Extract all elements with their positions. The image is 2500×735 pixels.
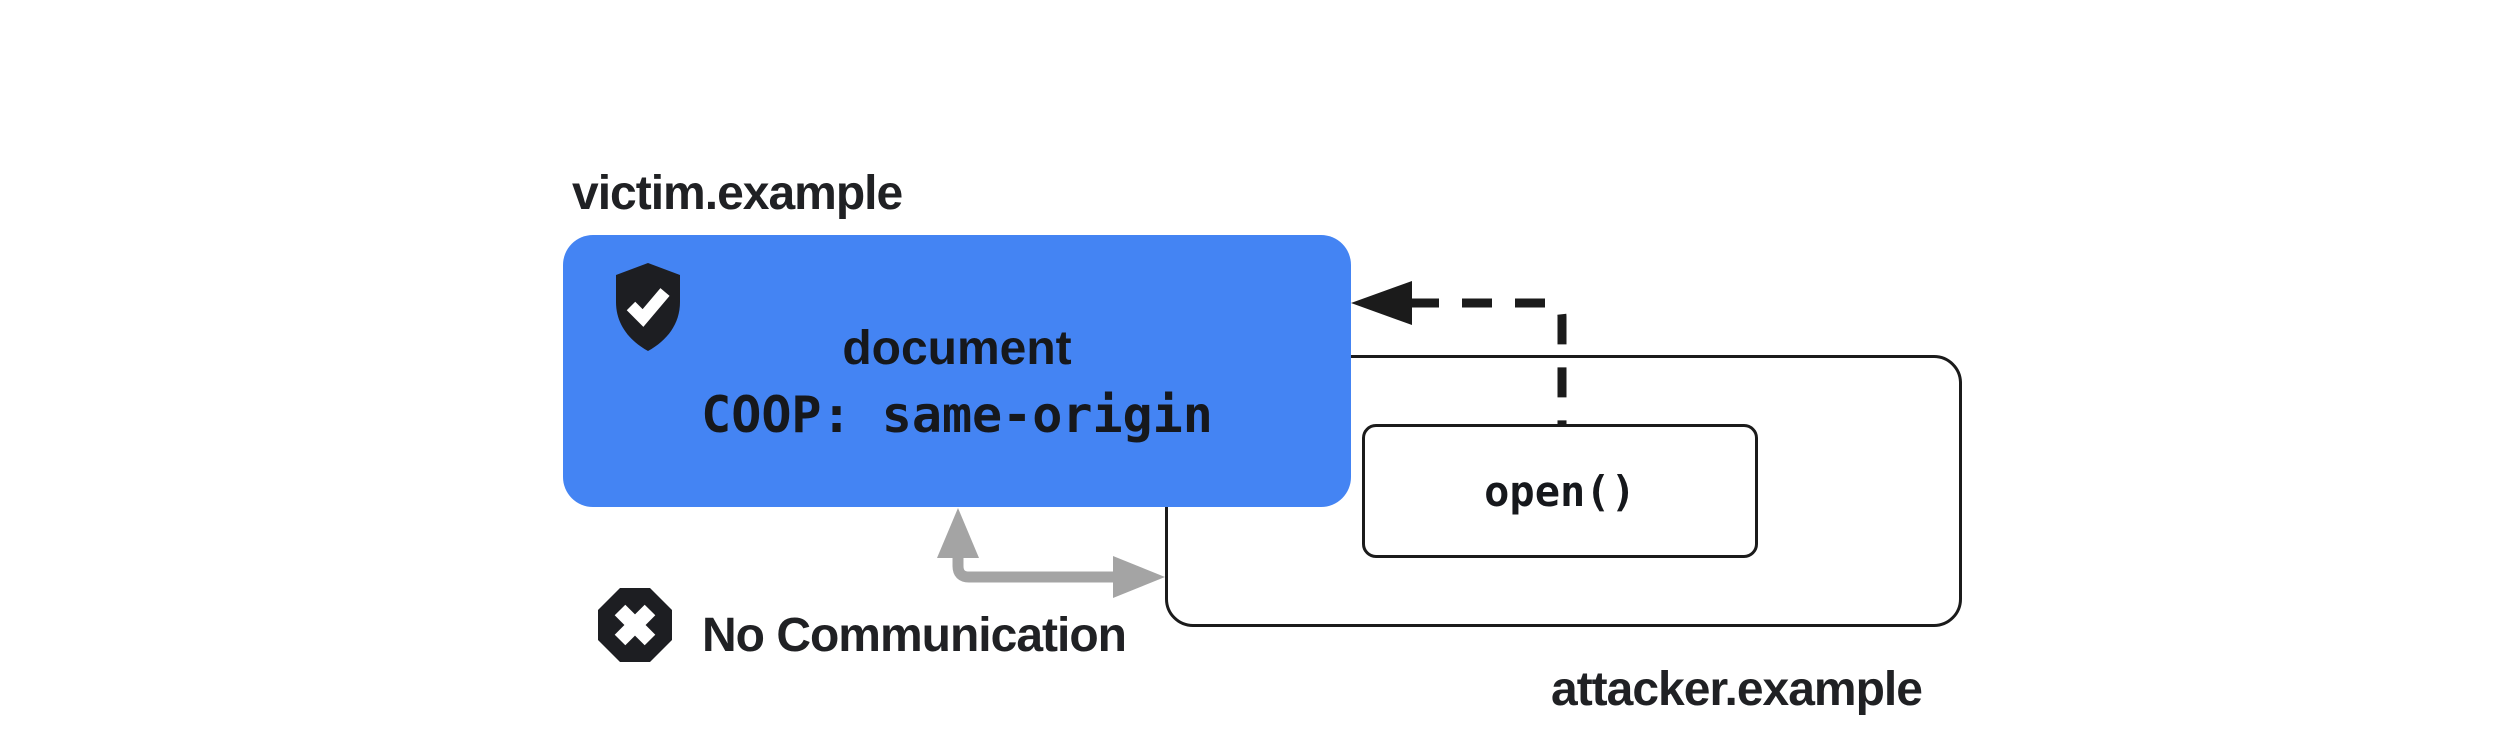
coop-header-label: COOP: same-origin (701, 386, 1213, 444)
octagon-x-icon (597, 587, 673, 663)
no-communication-label: No Communication (702, 609, 1127, 662)
attacker-domain-label: attacker.example (1551, 663, 1923, 716)
victim-document-box: document COOP: same-origin (563, 235, 1351, 507)
open-call-label: open() (1484, 466, 1636, 516)
open-call-box: open() (1362, 424, 1758, 558)
shield-check-icon (609, 261, 687, 353)
victim-domain-label: victim.example (572, 167, 903, 220)
document-label: document (842, 322, 1072, 375)
gray-elbow-double-arrow-icon (937, 508, 1165, 598)
